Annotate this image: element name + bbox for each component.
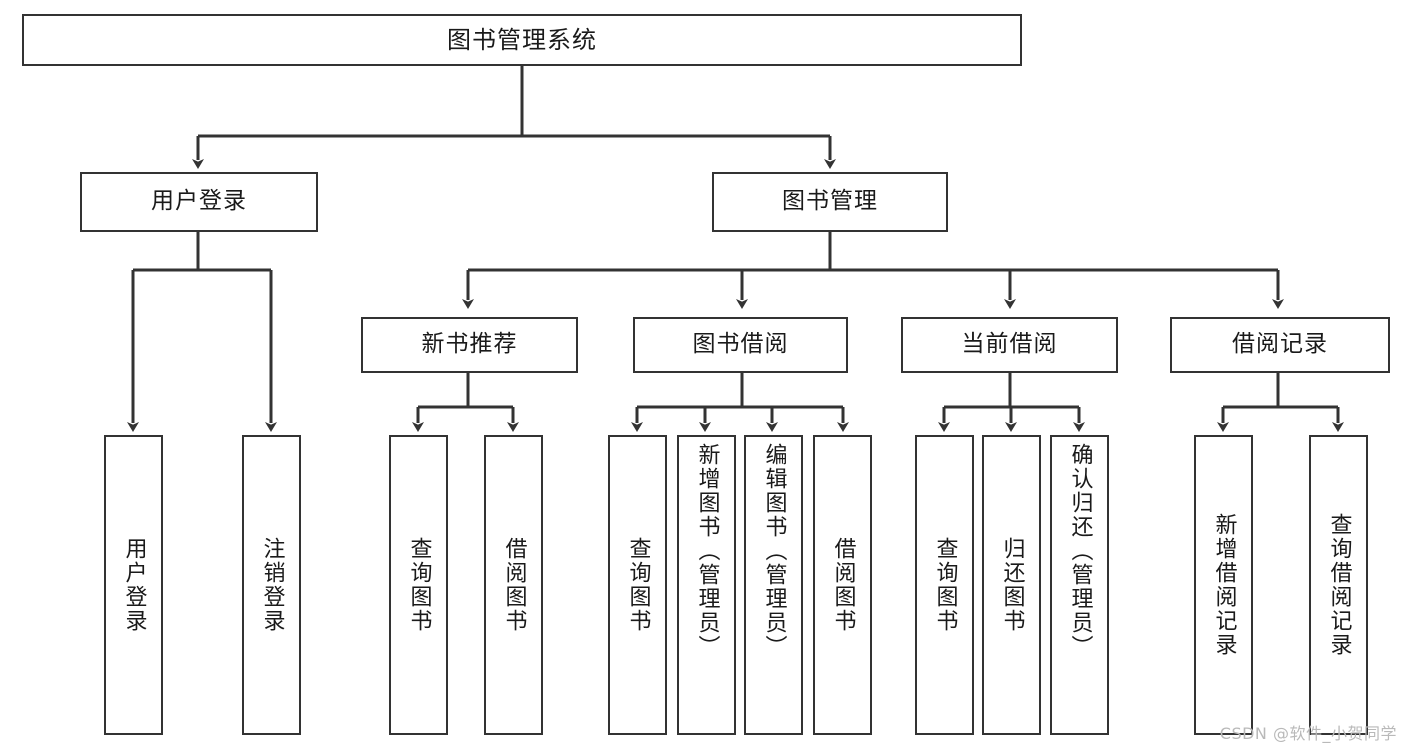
node-label: 借阅记录	[1232, 331, 1328, 358]
node-user-login[interactable]: 用户登录	[80, 172, 318, 232]
node-label: 新增借阅记录	[1211, 513, 1237, 657]
node-label: 图书管理	[782, 188, 878, 215]
leaf-book-borrow-query[interactable]: 查询图书	[608, 435, 667, 735]
node-label: 借阅图书	[501, 537, 527, 633]
node-label: 查询图书	[932, 537, 958, 633]
leaf-user-login-logout[interactable]: 注销登录	[242, 435, 301, 735]
node-root-system[interactable]: 图书管理系统	[22, 14, 1022, 66]
leaf-current-borrow-return[interactable]: 归还图书	[982, 435, 1041, 735]
node-label: 用户登录	[151, 188, 247, 215]
node-label: 当前借阅	[961, 331, 1058, 358]
node-label: 查询借阅记录	[1326, 513, 1352, 657]
node-label: 查询图书	[625, 537, 651, 633]
leaf-book-borrow-edit[interactable]: 编辑图书（管理员）	[744, 435, 803, 735]
node-new-book-recommend[interactable]: 新书推荐	[361, 317, 578, 373]
leaf-current-borrow-confirm-return[interactable]: 确认归还（管理员）	[1050, 435, 1109, 735]
leaf-borrow-record-add[interactable]: 新增借阅记录	[1194, 435, 1253, 735]
node-label: 新增图书（管理员）	[694, 443, 720, 659]
node-label: 查询图书	[406, 537, 432, 633]
leaf-new-book-query[interactable]: 查询图书	[389, 435, 448, 735]
node-label: 注销登录	[259, 537, 285, 633]
node-book-management[interactable]: 图书管理	[712, 172, 948, 232]
node-label: 借阅图书	[830, 537, 856, 633]
leaf-book-borrow-add[interactable]: 新增图书（管理员）	[677, 435, 736, 735]
leaf-current-borrow-query[interactable]: 查询图书	[915, 435, 974, 735]
node-borrow-record[interactable]: 借阅记录	[1170, 317, 1390, 373]
leaf-book-borrow-borrow[interactable]: 借阅图书	[813, 435, 872, 735]
node-label: 图书管理系统	[447, 25, 597, 54]
leaf-borrow-record-query[interactable]: 查询借阅记录	[1309, 435, 1368, 735]
node-label: 确认归还（管理员）	[1067, 443, 1093, 659]
leaf-new-book-borrow[interactable]: 借阅图书	[484, 435, 543, 735]
node-label: 新书推荐	[421, 331, 518, 358]
leaf-user-login-login[interactable]: 用户登录	[104, 435, 163, 735]
node-label: 用户登录	[121, 537, 147, 633]
node-label: 图书借阅	[692, 331, 789, 358]
node-current-borrow[interactable]: 当前借阅	[901, 317, 1118, 373]
node-label: 归还图书	[999, 537, 1025, 633]
node-label: 编辑图书（管理员）	[761, 443, 787, 659]
node-book-borrow[interactable]: 图书借阅	[633, 317, 848, 373]
